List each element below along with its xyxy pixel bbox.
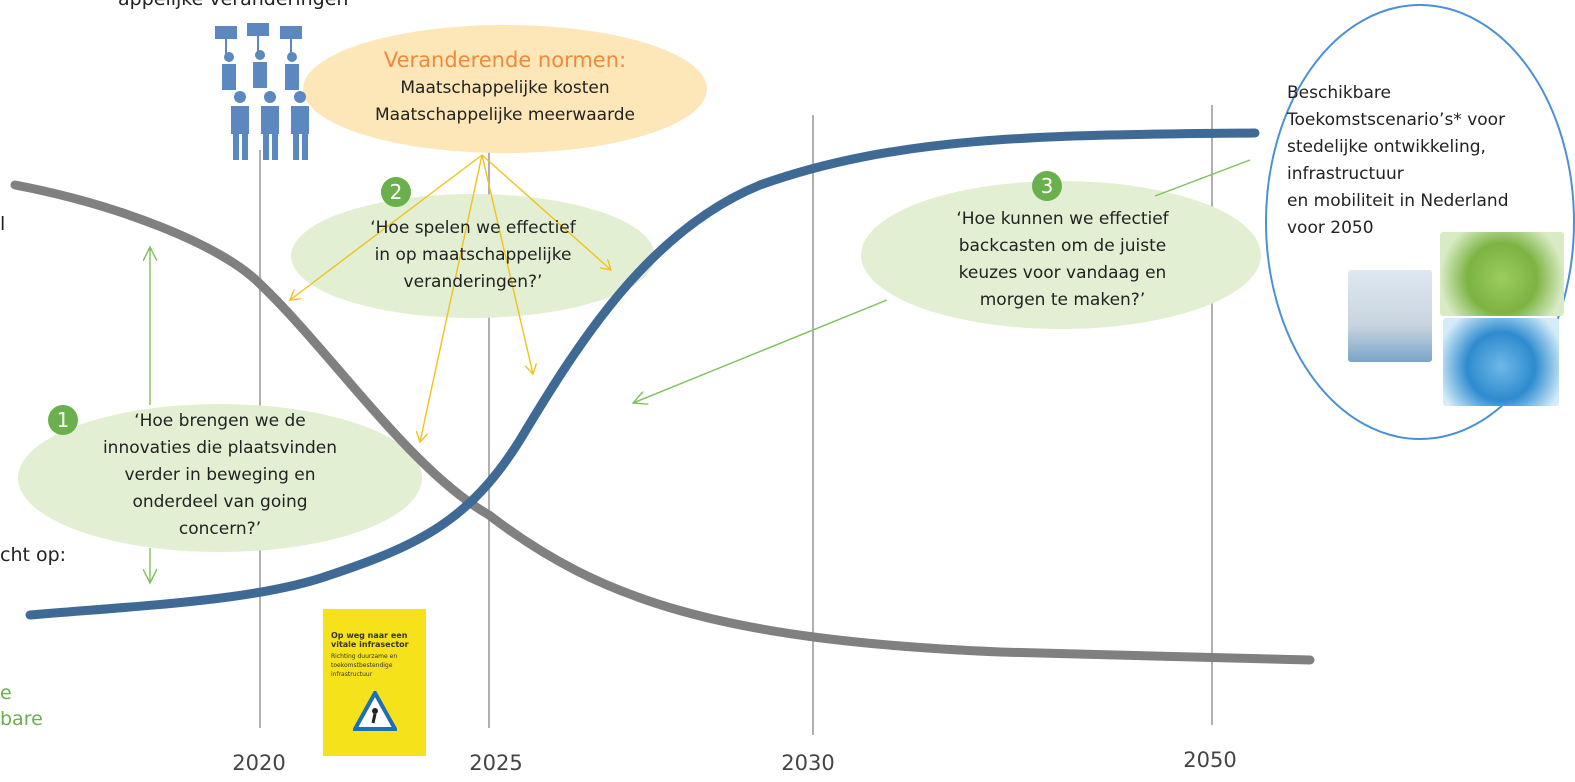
- falling-curve: [10, 180, 1315, 665]
- scenario-line: Toekomstscenario’s* voor: [1287, 110, 1506, 130]
- norms-text: Veranderende normen: Maatschappelijke ko…: [330, 45, 680, 129]
- rising-curve: [25, 128, 1260, 620]
- year-label-2020: 2020: [232, 751, 286, 775]
- number-badge-3: 3: [1032, 171, 1062, 201]
- question-1-line: verder in beweging en: [124, 465, 316, 485]
- norms-line-costs: Maatschappelijke kosten: [400, 78, 610, 98]
- road-works-sign-icon: [353, 691, 397, 731]
- year-label-2050: 2050: [1183, 748, 1237, 772]
- scenario-line: infrastructuur: [1287, 164, 1404, 184]
- scenario-line: en mobiliteit in Nederland: [1287, 191, 1509, 211]
- question-3-line: backcasten om de juiste: [958, 236, 1167, 256]
- question-1-line: concern?’: [178, 519, 262, 539]
- year-label-2030: 2030: [781, 751, 835, 775]
- left-green-line: bare: [0, 708, 43, 730]
- scenario-thumbnail-green-city: [1440, 232, 1564, 316]
- year-label-2025: 2025: [469, 751, 523, 775]
- question-3-text: ‘Hoe kunnen we effectief backcasten om d…: [900, 206, 1225, 314]
- question-2-bubble: [291, 194, 655, 318]
- scenario-line: stedelijke ontwikkeling,: [1287, 137, 1486, 157]
- scenario-line: Beschikbare: [1287, 83, 1391, 103]
- booklet-title: Op weg naar een vitale infrasector: [331, 631, 409, 649]
- scenario-line: voor 2050: [1287, 218, 1374, 238]
- booklet-text: Op weg naar een vitale infrasector Richt…: [331, 631, 426, 679]
- question-2-line: veranderingen?’: [403, 272, 543, 292]
- scenario-thumbnail-blue-city: [1443, 318, 1559, 406]
- question-1-line: onderdeel van going: [132, 492, 308, 512]
- question-3-bubble: [861, 181, 1261, 329]
- norms-line-value: Maatschappelijke meerwaarde: [374, 105, 636, 125]
- question-3-line: ‘Hoe kunnen we effectief: [956, 209, 1169, 229]
- number-badge-1: 1: [48, 405, 78, 435]
- question-1-line: ‘Hoe brengen we de: [134, 411, 306, 431]
- scenario-text: Beschikbare Toekomstscenario’s* voor ste…: [1287, 80, 1552, 242]
- left-edge-fragment: cht op:: [0, 544, 67, 566]
- norms-bubble: [303, 25, 707, 153]
- green-arrows: [150, 159, 1251, 583]
- protest-crowd-icon: [215, 23, 309, 160]
- booklet-subtitle: Richting duurzame en toekomstbestendige …: [331, 653, 398, 678]
- question-1-text: ‘Hoe brengen we de innovaties die plaats…: [60, 408, 380, 543]
- left-green-fragment: e bare: [0, 680, 43, 732]
- scenario-ellipse: [1265, 4, 1575, 440]
- number-badge-2: 2: [381, 177, 411, 207]
- left-green-line: e: [0, 682, 12, 704]
- question-1-bubble: [18, 404, 422, 552]
- question-2-text: ‘Hoe spelen we effectief in op maatschap…: [318, 215, 628, 296]
- norms-title: Veranderende normen:: [383, 48, 627, 72]
- norms-arrows: [290, 154, 611, 442]
- left-edge-fragment: l: [0, 213, 6, 235]
- report-booklet: Op weg naar een vitale infrasector Richt…: [323, 609, 426, 756]
- question-1-line: innovaties die plaatsvinden: [102, 438, 338, 458]
- question-3-line: keuzes voor vandaag en: [958, 263, 1167, 283]
- question-2-line: in op maatschappelijke: [374, 245, 572, 265]
- header-fragment: appelijke veranderingen: [118, 0, 348, 10]
- question-2-line: ‘Hoe spelen we effectief: [370, 218, 576, 238]
- question-3-line: morgen te maken?’: [979, 290, 1146, 310]
- scenario-thumbnail-report: [1348, 270, 1432, 362]
